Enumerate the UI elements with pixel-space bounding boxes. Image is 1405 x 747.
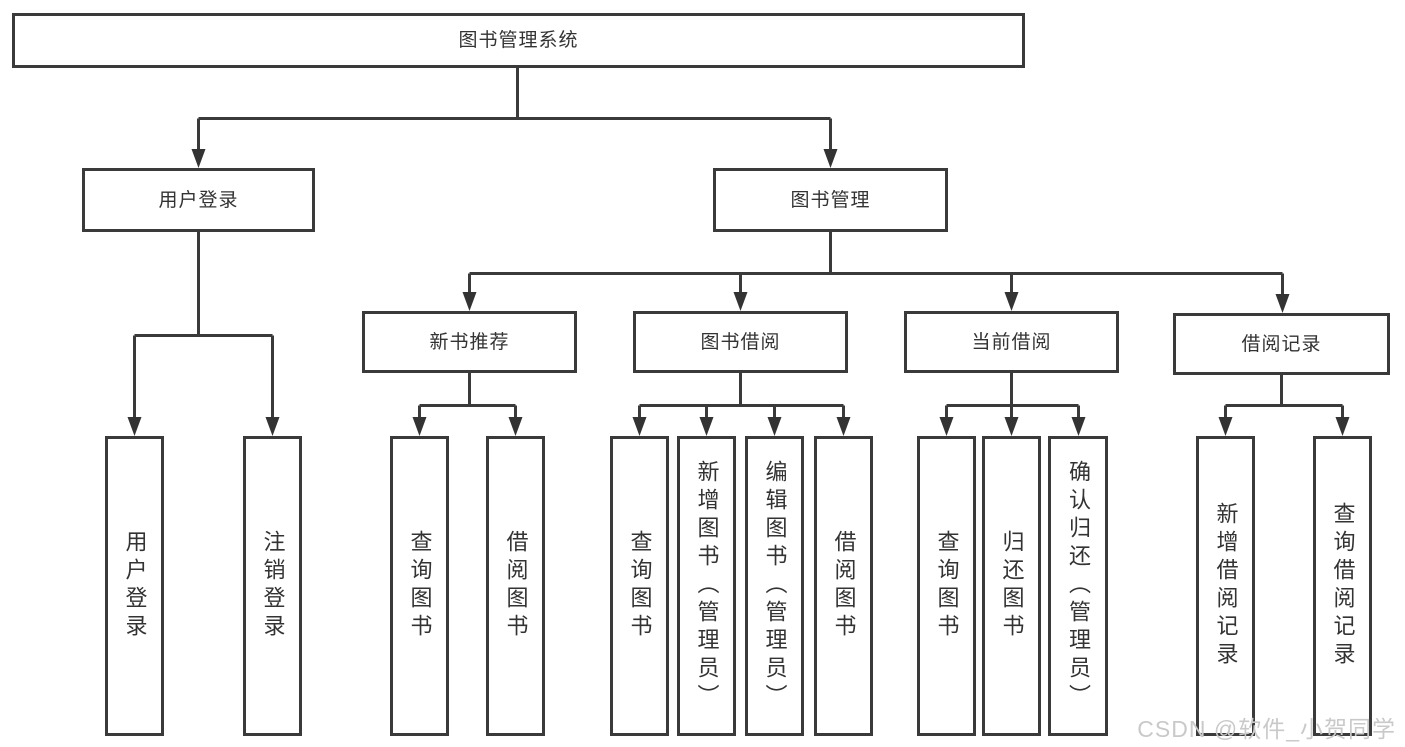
csdn-watermark: CSDN @软件_小贺同学 xyxy=(1137,716,1396,742)
node-root: 图书管理系统 xyxy=(12,13,1025,68)
node-book-mgmt: 图书管理 xyxy=(713,168,948,232)
connector-current-borrow xyxy=(945,373,1080,418)
node-new-book-rec: 新书推荐 xyxy=(362,311,577,373)
arrowhead-icons xyxy=(127,149,1350,436)
connector-root xyxy=(197,68,832,151)
leaf-borrow-books: 借阅图书 xyxy=(814,436,873,736)
leaf-query-books-rec: 查询图书 xyxy=(390,436,449,736)
leaf-query-books-current: 查询图书 xyxy=(917,436,976,736)
leaf-query-books-borrow: 查询图书 xyxy=(610,436,669,736)
leaf-query-borrow-record: 查询借阅记录 xyxy=(1313,436,1372,736)
connector-new-book-rec xyxy=(418,373,517,418)
leaf-return-book: 归还图书 xyxy=(982,436,1041,736)
leaf-add-borrow-record: 新增借阅记录 xyxy=(1196,436,1255,736)
node-book-borrow: 图书借阅 xyxy=(633,311,848,373)
connector-book-borrow xyxy=(638,373,845,418)
connector-borrow-records xyxy=(1224,375,1344,418)
leaf-edit-book-admin: 编辑图书（管理员） xyxy=(745,436,804,736)
connector-book-mgmt xyxy=(468,232,1284,295)
leaf-borrow-books-rec: 借阅图书 xyxy=(486,436,545,736)
leaf-logout: 注销登录 xyxy=(243,436,302,736)
connector-user-login xyxy=(133,232,274,418)
leaf-add-book-admin: 新增图书（管理员） xyxy=(677,436,736,736)
node-current-borrow: 当前借阅 xyxy=(904,311,1119,373)
leaf-confirm-return-admin: 确认归还（管理员） xyxy=(1048,436,1108,736)
leaf-user-login: 用户登录 xyxy=(105,436,164,736)
node-borrow-records: 借阅记录 xyxy=(1173,313,1390,375)
node-user-login: 用户登录 xyxy=(82,168,315,232)
